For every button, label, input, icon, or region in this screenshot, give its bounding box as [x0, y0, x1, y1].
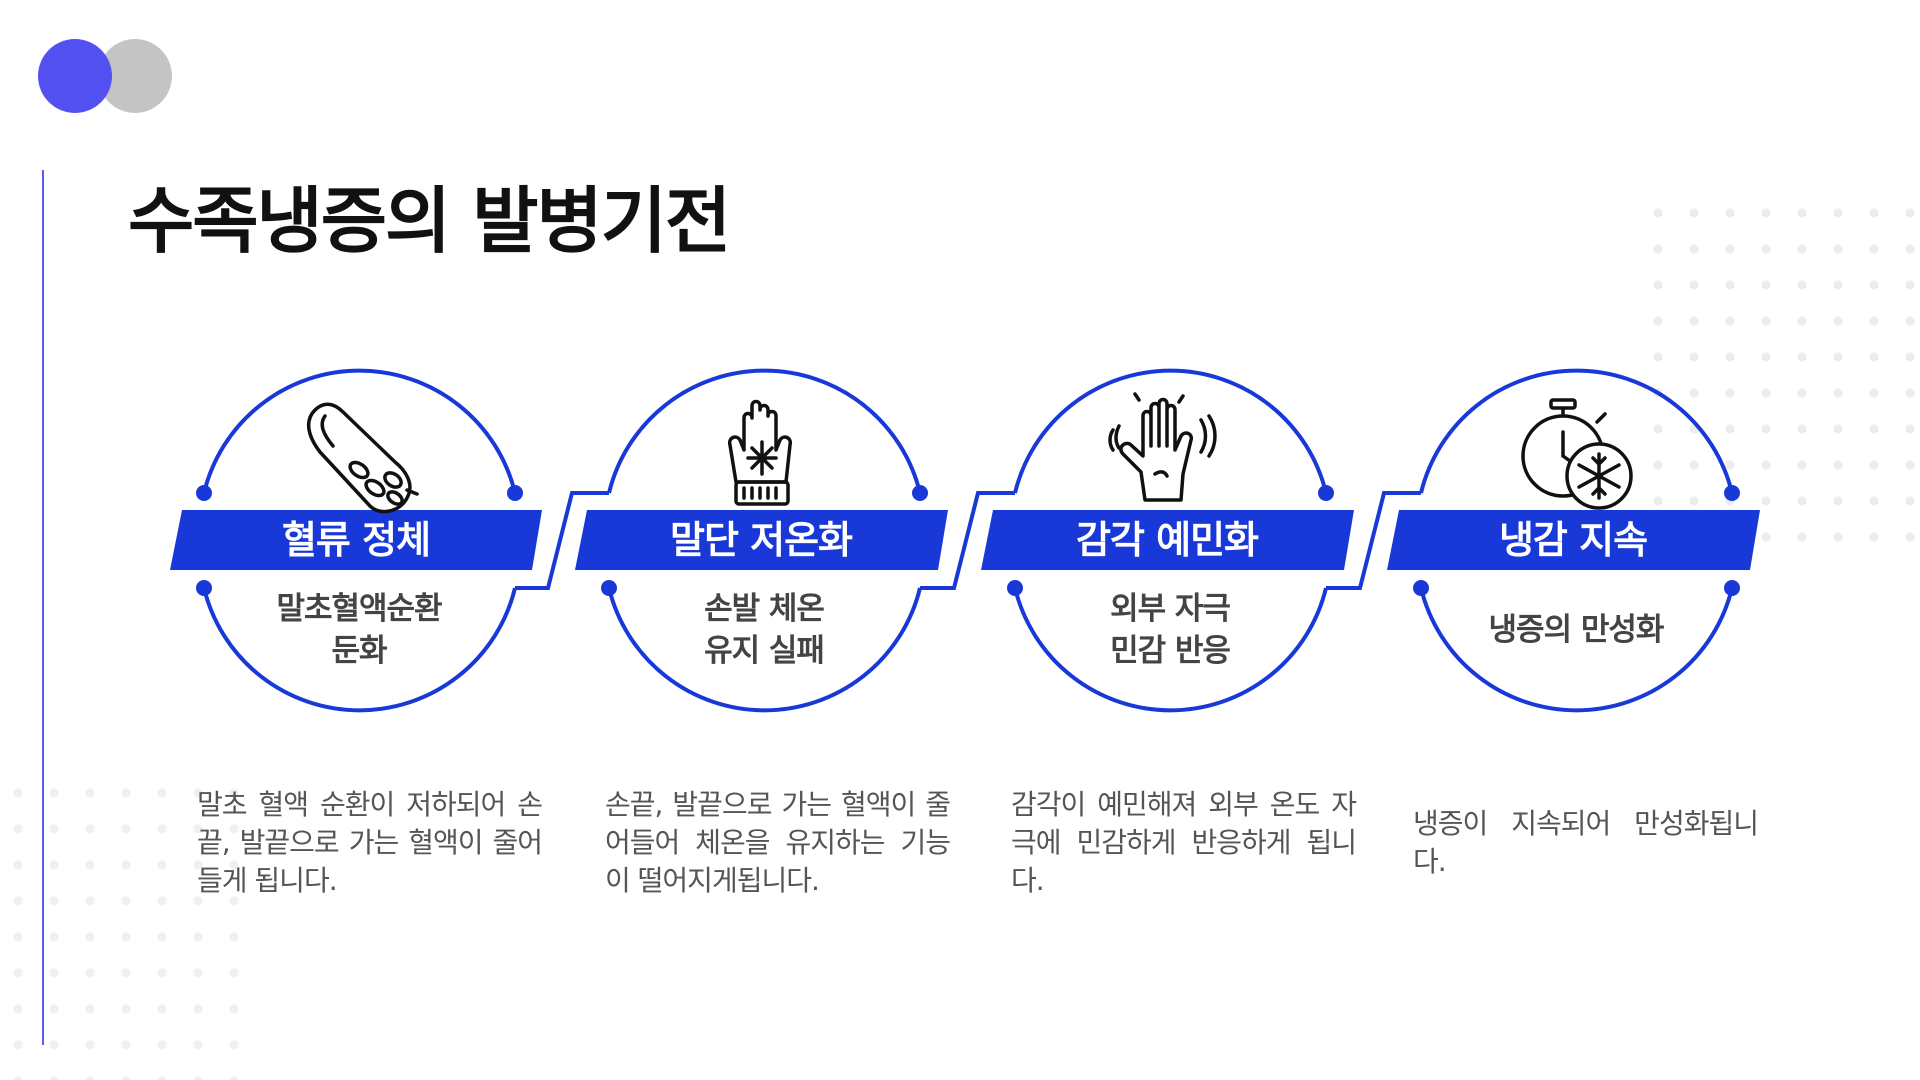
connector-2-3	[920, 491, 1015, 590]
connector-1-2	[515, 491, 609, 590]
step-1-circle-top-arc	[202, 368, 517, 494]
step-3-node-top-right	[1318, 485, 1334, 501]
step-3-ribbon	[981, 510, 1354, 570]
dot-pattern-left	[0, 775, 260, 1080]
step-3-node-bottom-left	[1007, 580, 1023, 596]
step-1-title: 혈류 정체	[281, 518, 431, 562]
step-4-subtitle: 냉증의 만성화	[1488, 612, 1665, 648]
step-1-subtitle: 말초혈액순환 둔화	[276, 591, 442, 669]
step-1-node-top-left	[196, 485, 212, 501]
step-4-circle-bottom-arc	[1419, 587, 1734, 713]
shaking-hand-icon	[1108, 392, 1217, 502]
step-2-circle-top-arc	[607, 368, 922, 494]
connector-3-4	[1326, 491, 1421, 590]
dot-pattern-right	[1640, 195, 1920, 555]
page-title: 수족냉증의 발병기전	[128, 179, 731, 263]
step-2-ribbon	[575, 510, 948, 570]
snowflake-glove-icon	[727, 399, 793, 506]
step-1-ribbon	[170, 510, 542, 570]
step-2-description: 손끝, 발끝으로 가는 혈액이 줄어들어 체온을 유지하는 기능이 떨어지게됩니…	[605, 788, 951, 897]
step-2-title: 말단 저온화	[669, 518, 853, 562]
step-1-node-top-right	[507, 485, 523, 501]
step-3-circle-bottom-arc	[1013, 587, 1328, 713]
step-2-node-bottom-left	[601, 580, 617, 596]
blue-circle-decoration	[38, 39, 112, 113]
step-2-subtitle: 손발 체온 유지 실패	[704, 591, 825, 669]
step-2-node-top-right	[912, 485, 928, 501]
step-3-subtitle: 외부 자극 민감 반응	[1110, 591, 1231, 669]
step-1-node-bottom-left	[196, 580, 212, 596]
step-1-circle-bottom-arc	[202, 587, 517, 713]
decorative-circles	[38, 38, 172, 116]
step-3-circle-top-arc	[1013, 368, 1328, 494]
step-2-circle-bottom-arc	[607, 587, 922, 713]
step-4-node-bottom-right	[1724, 580, 1740, 596]
step-4-circle-top-arc	[1419, 368, 1734, 494]
step-1-description: 말초 혈액 순환이 저하되어 손끝, 발끝으로 가는 혈액이 줄어들게 됩니다.	[197, 788, 543, 897]
step-4-description: 냉증이 지속되어 만성화됩니다.	[1413, 807, 1759, 878]
step-3-description: 감각이 예민해져 외부 온도 자극에 민감하게 반응하게 됩니다.	[1011, 788, 1357, 897]
step-4-node-bottom-left	[1413, 580, 1429, 596]
stopwatch-snowflake-icon	[1521, 398, 1633, 510]
step-3-title: 감각 예민화	[1075, 518, 1259, 562]
step-4-title: 냉감 지속	[1498, 518, 1648, 562]
step-4-node-top-right	[1724, 485, 1740, 501]
left-vertical-rule	[42, 170, 44, 1045]
blood-vessel-icon	[307, 402, 419, 514]
step-4-ribbon	[1387, 510, 1760, 570]
